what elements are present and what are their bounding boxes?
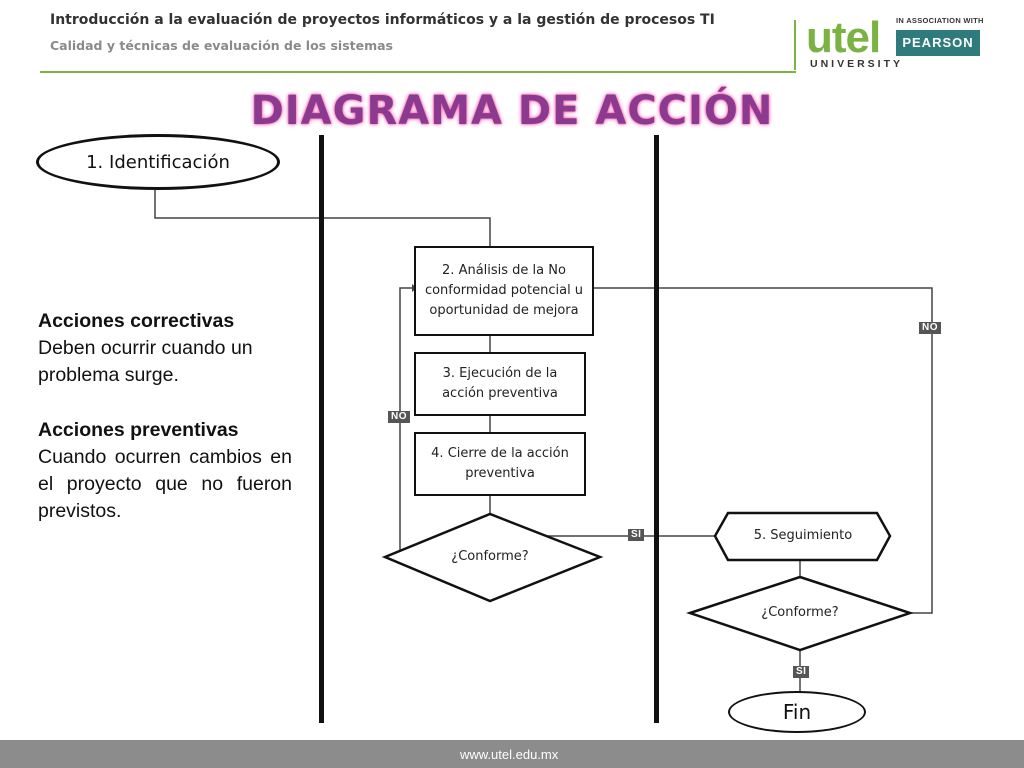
decision1-diamond: [381, 512, 604, 603]
decision1-label: ¿Conforme?: [451, 549, 529, 564]
label-no-right: NO: [919, 322, 941, 334]
lane-divider-right: [654, 135, 659, 723]
step1-label: 1. Identificación: [86, 151, 230, 173]
utel-logo-word: utel: [806, 13, 881, 62]
connector-decision2-no: [594, 287, 933, 614]
course-title: Introducción a la evaluación de proyecto…: [50, 12, 715, 28]
step1-identification: 1. Identificación: [36, 134, 280, 190]
step5-hexagon: [713, 511, 892, 562]
preventive-heading: Acciones preventivas: [38, 419, 239, 441]
label-si-1: SI: [628, 529, 645, 541]
course-subtitle: Calidad y técnicas de evaluación de los …: [50, 38, 393, 53]
header-divider-vertical: [794, 20, 796, 70]
lane-divider-left: [319, 135, 324, 723]
label-no-left: NO: [388, 411, 410, 423]
utel-logo-university: UNIVERSITY: [810, 58, 904, 70]
step5-label: 5. Seguimiento: [753, 528, 853, 543]
decision2-label: ¿Conforme?: [761, 605, 839, 620]
connector-decision1-no: [399, 287, 412, 557]
footer-bar: www.utel.edu.mx: [0, 740, 1024, 768]
label-si-2: SI: [793, 666, 810, 678]
header-divider-horizontal: [40, 71, 796, 73]
step3-execution: 3. Ejecución de la acción preventiva: [414, 352, 586, 416]
association-label: IN ASSOCIATION WITH: [896, 16, 984, 25]
slide-title: DIAGRAMA DE ACCIÓN: [250, 88, 774, 134]
step4-closure: 4. Cierre de la acción preventiva: [414, 432, 586, 496]
corrective-heading: Acciones correctivas: [38, 310, 235, 332]
footer-url: www.utel.edu.mx: [460, 747, 559, 762]
end-label: Fin: [782, 700, 812, 724]
corrective-text: Deben ocurrir cuando un problema surge.: [38, 337, 253, 386]
utel-logo: utel UNIVERSITY: [806, 13, 904, 71]
pearson-logo: PEARSON: [896, 30, 980, 56]
step2-analysis: 2. Análisis de la No conformidad potenci…: [414, 246, 594, 336]
sidebar-notes: Acciones correctivas Deben ocurrir cuand…: [38, 308, 292, 525]
end-fin: Fin: [728, 691, 866, 733]
decision2-diamond: [686, 575, 914, 652]
preventive-text: Cuando ocurren cambios en el proyecto qu…: [38, 446, 292, 522]
